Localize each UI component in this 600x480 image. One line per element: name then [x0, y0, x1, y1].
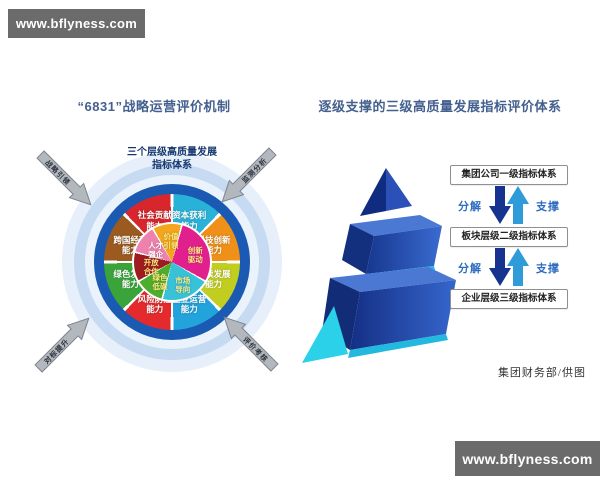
wheel-segment-label: 绿色低碳 — [152, 273, 168, 292]
wheel-segment-label: 开放合作 — [143, 258, 159, 276]
pyramid-cyan-corner-flap — [302, 306, 348, 363]
pyramid-mid-front-face — [366, 226, 442, 274]
watermark-text: www.bflyness.com — [15, 16, 138, 31]
arrow-label: 对标提升 — [42, 337, 71, 366]
wheel-segment-label: 人才强企 — [148, 240, 164, 259]
up-arrow-icon — [507, 186, 529, 224]
indicator-ladder: 集团公司一级指标体系 分解 支撑 板块层级二级指标体系 分解 支撑 企业层级三级… — [450, 165, 568, 309]
arrow-shape — [223, 316, 279, 372]
watermark-top: www.bflyness.com — [8, 9, 145, 38]
pyramid-graphic — [302, 168, 456, 363]
wheel-segment-label: 创新驱动 — [187, 246, 203, 265]
photo-credit: 集团财务部/供图 — [497, 367, 586, 379]
down-arrow-icon — [489, 186, 511, 224]
decompose-label: 分解 — [458, 201, 482, 213]
up-arrow-icon — [507, 248, 529, 286]
wheel-header-line2: 指标体系 — [152, 160, 192, 171]
process-arrow-bottom-left: 对标提升 — [30, 309, 98, 377]
pyramid-bottom-front-face — [350, 280, 456, 350]
pyramid-mid-left-face — [342, 224, 374, 274]
wheel-inner-principle-pie: 价值引领创新驱动市场导向绿色低碳开放合作人才强企 — [132, 222, 212, 302]
level-box-group: 集团公司一级指标体系 — [450, 165, 568, 185]
support-label: 支撑 — [536, 263, 560, 275]
watermark-bottom: www.bflyness.com — [455, 441, 600, 476]
wheel-header-line1: 三个层级高质量发展 — [127, 147, 217, 158]
pyramid-bottom-top-face — [330, 267, 456, 292]
right-diagram-title: 逐级支撑的三级高质量发展指标评价体系 — [318, 99, 562, 114]
watermark-text: www.bflyness.com — [462, 450, 593, 467]
wheel-header-label: 三个层级高质量发展 指标体系 — [92, 146, 252, 172]
decompose-support-arrows — [489, 186, 529, 224]
pyramid-mid-top-face — [350, 215, 442, 236]
wheel-segment-label: 价值引领 — [163, 232, 179, 251]
arrow-label: 评价考核 — [241, 335, 270, 364]
arrow-shape — [221, 147, 277, 203]
ladder-arrow-row-1: 分解 支撑 — [450, 185, 568, 227]
ladder-arrow-row-2: 分解 支撑 — [450, 247, 568, 289]
decompose-support-arrows — [489, 248, 529, 286]
process-arrow-top-left: 战略引领 — [32, 146, 100, 214]
decompose-label: 分解 — [458, 263, 482, 275]
support-label: 支撑 — [536, 201, 560, 213]
arrow-shape — [36, 150, 92, 206]
pyramid-bottom-cyan-edge — [348, 334, 448, 358]
pyramid-tip-left-face — [360, 168, 386, 216]
level-box-enterprise: 企业层级三级指标体系 — [450, 289, 568, 309]
arrow-label: 战略引领 — [43, 158, 72, 187]
level-box-sector: 板块层级二级指标体系 — [450, 227, 568, 247]
pyramid-tip-right-face — [386, 168, 412, 211]
down-arrow-icon — [489, 248, 511, 286]
left-diagram-title: “6831”战略运营评价机制 — [77, 99, 231, 114]
wheel-segment-label: 市场导向 — [175, 276, 191, 295]
arrow-shape — [34, 317, 90, 373]
